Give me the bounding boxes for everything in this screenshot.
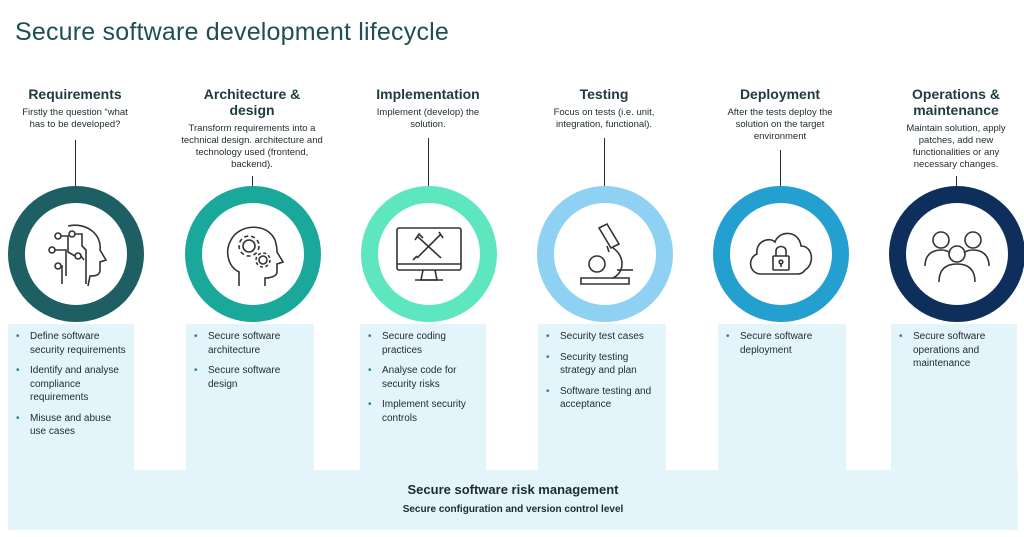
- stage-description: Firstly the question “what has to be dev…: [22, 107, 128, 130]
- list-item: Security test cases: [546, 330, 658, 344]
- stage-description: Focus on tests (i.e. unit, integration, …: [553, 107, 655, 130]
- ai-head-icon: [48, 224, 108, 287]
- operations-list: Secure software operations and maintenan…: [899, 330, 1009, 371]
- panel-implementation: Secure coding practices Analyse code for…: [360, 324, 486, 470]
- microscope-icon: [580, 222, 633, 285]
- panel-architecture-design: Secure software architecture Secure soft…: [186, 324, 314, 470]
- architecture-list: Secure software architecture Secure soft…: [194, 330, 306, 391]
- stage-deployment: Deployment After the tests deploy the so…: [700, 86, 860, 143]
- stage-title: Architecture & design: [203, 86, 301, 118]
- list-item: Software testing and acceptance: [546, 385, 658, 412]
- connector-line: [604, 138, 605, 190]
- monitor-tools-icon: [396, 227, 462, 281]
- ring-deployment: [713, 186, 849, 322]
- stage-title: Deployment: [739, 86, 821, 102]
- stage-title: Operations & maintenance: [912, 86, 1000, 118]
- requirements-list: Define software security requirements Id…: [16, 330, 126, 439]
- list-item: Implement security controls: [368, 398, 478, 425]
- connector-line: [956, 176, 957, 190]
- ring-testing: [537, 186, 673, 322]
- deployment-list: Secure software deployment: [726, 330, 838, 357]
- stage-description: Implement (develop) the solution.: [376, 107, 480, 130]
- panel-operations-maintenance: Secure software operations and maintenan…: [891, 324, 1017, 470]
- ring-requirements: [8, 186, 144, 322]
- version-control-subtitle: Secure configuration and version control…: [402, 504, 624, 515]
- connector-line: [780, 150, 781, 190]
- stage-description: After the tests deploy the solution on t…: [727, 107, 833, 142]
- list-item: Secure software architecture: [194, 330, 306, 357]
- ring-implementation: [361, 186, 497, 322]
- connector-line: [75, 140, 76, 190]
- stage-title: Testing: [579, 86, 629, 102]
- cloud-lock-icon: [749, 232, 813, 275]
- stage-operations-maintenance: Operations & maintenance Maintain soluti…: [876, 86, 1024, 171]
- implementation-list: Secure coding practices Analyse code for…: [368, 330, 478, 425]
- stage-description: Maintain solution, apply patches, add ne…: [906, 123, 1006, 170]
- list-item: Secure software design: [194, 364, 306, 391]
- stage-requirements: Requirements Firstly the question “what …: [0, 86, 155, 131]
- list-item: Secure software deployment: [726, 330, 838, 357]
- panel-testing: Security test cases Security testing str…: [538, 324, 666, 470]
- ring-operations-maintenance: [889, 186, 1024, 322]
- panel-deployment: Secure software deployment: [718, 324, 846, 470]
- risk-management-band: Secure software risk management Secure c…: [8, 470, 1018, 530]
- risk-management-title: Secure software risk management: [407, 482, 619, 497]
- list-item: Identify and analyse compliance requirem…: [16, 364, 126, 405]
- stage-description: Transform requirements into a technical …: [181, 123, 323, 170]
- list-item: Secure software operations and maintenan…: [899, 330, 1009, 371]
- ring-architecture-design: [185, 186, 321, 322]
- testing-list: Security test cases Security testing str…: [546, 330, 658, 412]
- list-item: Secure coding practices: [368, 330, 478, 357]
- list-item: Security testing strategy and plan: [546, 351, 658, 378]
- stage-title: Requirements: [28, 86, 122, 102]
- stage-implementation: Implementation Implement (develop) the s…: [348, 86, 508, 131]
- list-item: Define software security requirements: [16, 330, 126, 357]
- stage-title: Implementation: [376, 86, 480, 102]
- stage-testing: Testing Focus on tests (i.e. unit, integ…: [524, 86, 684, 131]
- head-gears-icon: [226, 226, 285, 286]
- list-item: Analyse code for security risks: [368, 364, 478, 391]
- stage-architecture-design: Architecture & design Transform requirem…: [172, 86, 332, 171]
- people-group-icon: [924, 231, 990, 283]
- panel-requirements: Define software security requirements Id…: [8, 324, 134, 470]
- connector-line: [428, 138, 429, 190]
- connector-line: [252, 176, 253, 190]
- list-item: Misuse and abuse use cases: [16, 412, 126, 439]
- page-title: Secure software development lifecycle: [15, 18, 449, 46]
